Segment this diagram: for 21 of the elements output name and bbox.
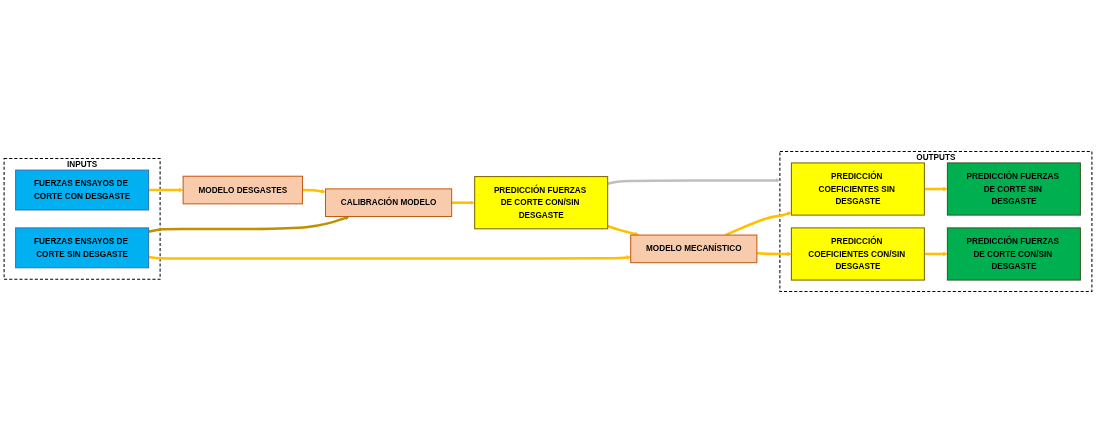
arrow (451, 200, 475, 205)
arrow (302, 188, 326, 194)
node-box: FUERZAS ENSAYOS DE CORTE SIN DESGASTE (15, 227, 150, 269)
arrow (148, 255, 631, 260)
arrow (148, 215, 350, 234)
arrow (725, 211, 792, 237)
arrow (756, 251, 792, 257)
node-box: PREDICCIÓN FUERZAS DE CORTE SIN DESGASTE (946, 162, 1081, 216)
node-box: CALIBRACIÓN MODELO (325, 188, 453, 217)
node-box: PREDICCIÓN FUERZAS DE CORTE CON/SIN DESGASTE (474, 176, 609, 230)
node-box: FUERZAS ENSAYOS DE CORTE CON DESGASTE (15, 169, 150, 211)
node-box: PREDICCIÓN FUERZAS DE CORTE CON/SIN DESGASTE (946, 227, 1081, 281)
arrow (607, 224, 640, 237)
node-box: PREDICCIÓN COEFICIENTES CON/SIN DESGASTE (790, 227, 925, 281)
node-box: MODELO DESGASTES (182, 175, 303, 205)
arrow (924, 186, 948, 192)
node-box: MODELO MECANÍSTICO (630, 234, 758, 264)
arrow (607, 178, 781, 185)
arrow (924, 251, 948, 257)
arrow (148, 187, 184, 193)
node-box: PREDICCIÓN COEFICIENTES SIN DESGASTE (790, 162, 925, 216)
